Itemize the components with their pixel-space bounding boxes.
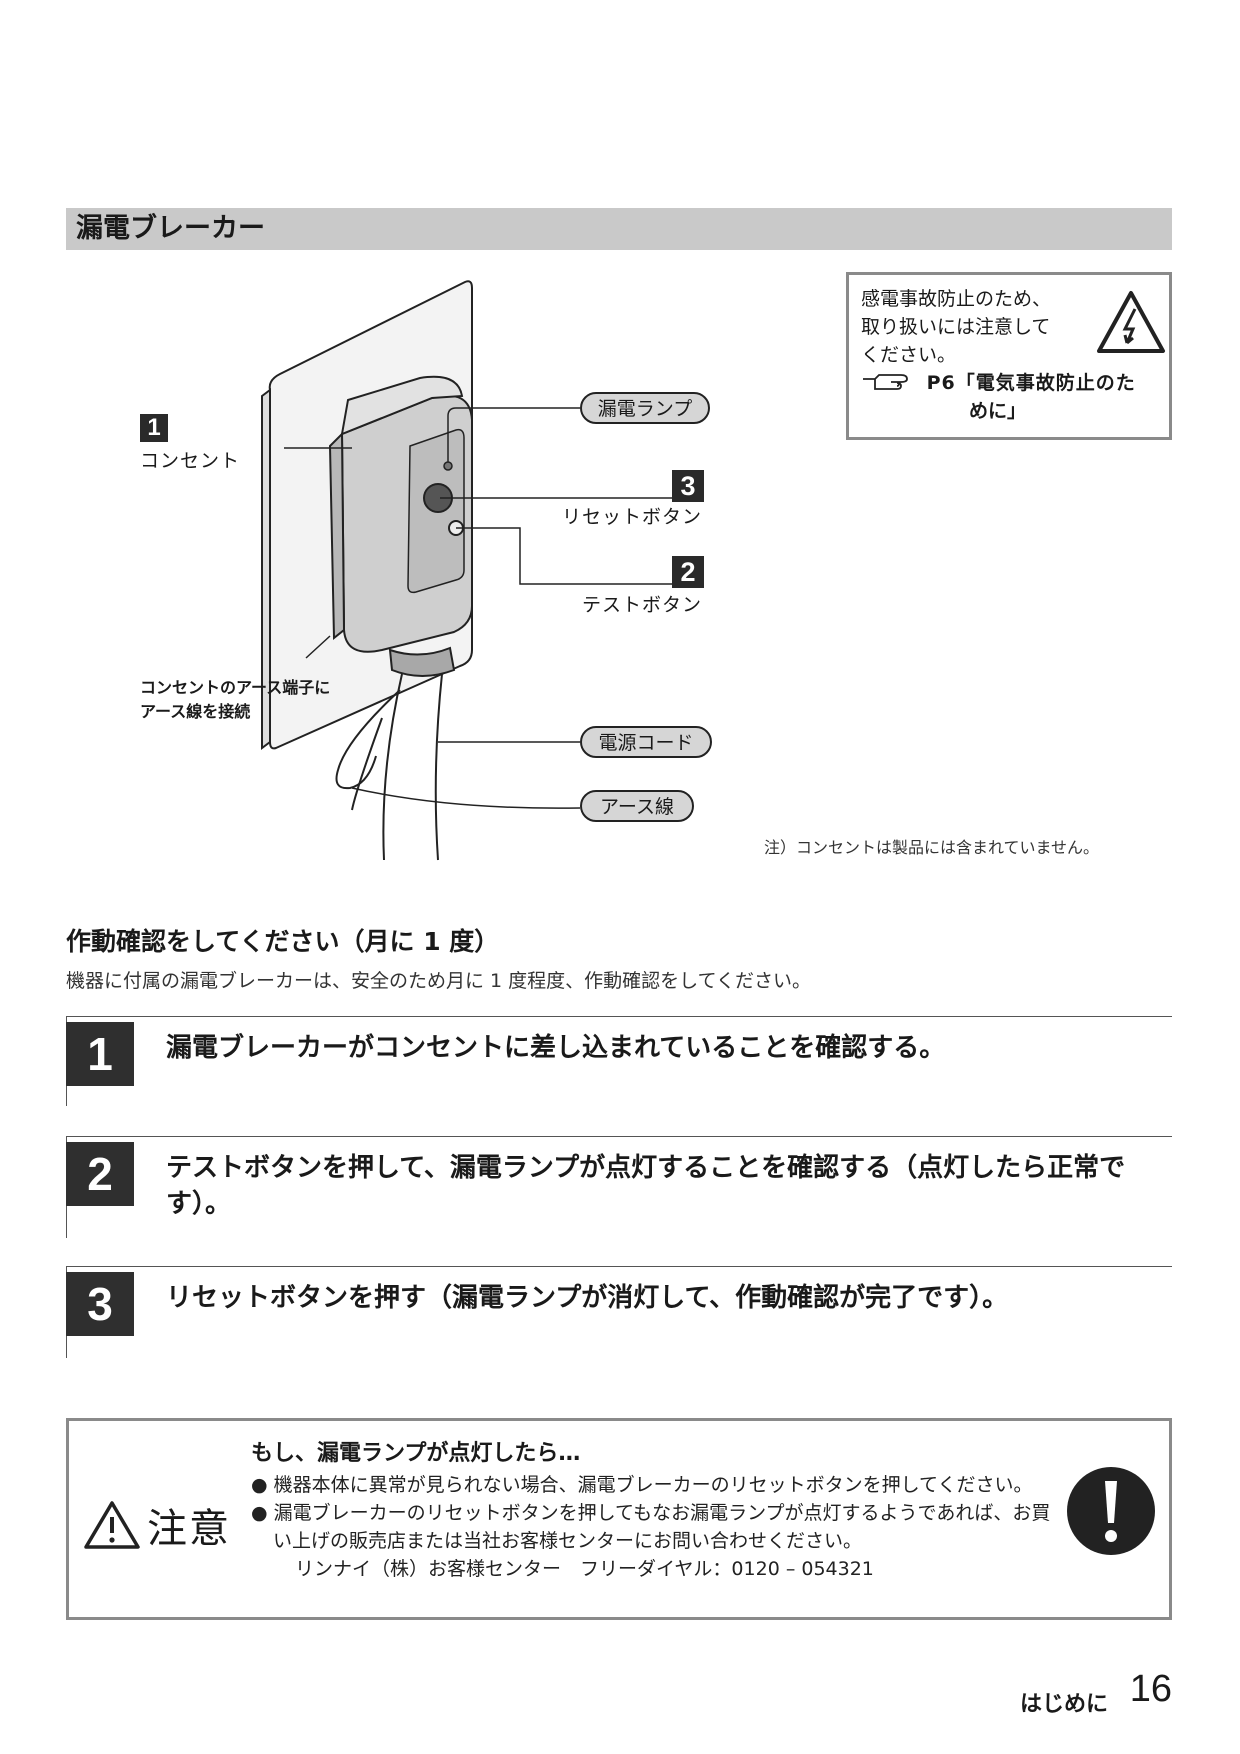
test-button-label: テストボタン	[582, 594, 703, 616]
step-1-rule	[66, 1016, 1172, 1017]
reset-button-label: リセットボタン	[562, 506, 703, 528]
caution-item-1: ● 機器本体に異常が見られない場合、漏電ブレーカーのリセットボタンを押してくださ…	[251, 1474, 1033, 1496]
operation-check-heading: 作動確認をしてください（月に 1 度）	[66, 927, 500, 956]
earth-note-line-2: アース線を接続	[140, 702, 251, 721]
power-cord-callout: 電源コード	[580, 726, 712, 758]
caution-item-2: ● 漏電ブレーカーのリセットボタンを押してもなお漏電ランプが点灯するようであれば…	[251, 1502, 1051, 1552]
reference-text: P6「電気事故防止のた	[926, 372, 1136, 394]
outlet-label: コンセント	[140, 450, 241, 472]
step-1-text: 漏電ブレーカーがコンセントに差し込まれていることを確認する。	[166, 1033, 946, 1063]
shock-warning-box: 感電事故防止のため、 取り扱いには注意して ください。 P6「電気事故防止のた …	[846, 272, 1172, 440]
step-2-rule	[66, 1136, 1172, 1137]
step-3-rule	[66, 1266, 1172, 1267]
step-1-number: 1	[66, 1022, 134, 1086]
leak-lamp-callout: 漏電ランプ	[580, 392, 710, 424]
page-number: 16	[1129, 1668, 1172, 1710]
breaker-illustration	[261, 280, 672, 861]
warning-line-3: ください。	[861, 344, 957, 366]
caution-heading: もし、漏電ランプが点灯したら…	[251, 1441, 581, 1466]
footer-section-name: はじめに	[1019, 1692, 1108, 1717]
electric-shock-warning-icon	[1097, 291, 1165, 353]
page-reference: P6「電気事故防止のた	[861, 369, 1157, 397]
earth-connection-note: コンセントのアース端子に アース線を接続	[140, 674, 330, 722]
caution-triangle-icon	[84, 1501, 140, 1549]
mandatory-action-icon	[1067, 1467, 1155, 1555]
operation-check-intro: 機器に付属の漏電ブレーカーは、安全のため月に 1 度程度、作動確認をしてください…	[66, 970, 812, 992]
earth-wire-callout: アース線	[580, 790, 694, 822]
step-3-number: 3	[66, 1272, 134, 1336]
reference-text-cont: めに」	[969, 400, 1027, 422]
warning-line-1: 感電事故防止のため、	[861, 288, 1052, 310]
step-2-text: テストボタンを押して、漏電ランプが点灯することを確認する（点灯したら正常です）。	[166, 1153, 1126, 1219]
caution-box: 注意 もし、漏電ランプが点灯したら… ● 機器本体に異常が見られない場合、漏電ブ…	[66, 1418, 1172, 1620]
test-number-badge: 2	[672, 556, 704, 588]
outlet-not-included-note: 注）コンセントは製品には含まれていません。	[764, 838, 1100, 857]
caution-body: ● 機器本体に異常が見られない場合、漏電ブレーカーのリセットボタンを押してくださ…	[251, 1471, 1051, 1583]
reset-number-badge: 3	[672, 470, 704, 502]
section-title: 漏電ブレーカー	[66, 208, 1172, 250]
caution-title: 注意	[147, 1506, 231, 1552]
pointing-hand-icon	[863, 374, 908, 390]
step-3: 3 リセットボタンを押す（漏電ランプが消灯して、作動確認が完了です）。	[66, 1266, 1172, 1358]
step-3-text: リセットボタンを押す（漏電ランプが消灯して、作動確認が完了です）。	[166, 1283, 1009, 1313]
earth-note-line-1: コンセントのアース端子に	[140, 678, 331, 697]
outlet-number-badge: 1	[140, 414, 168, 442]
warning-line-2: 取り扱いには注意して	[861, 316, 1051, 338]
step-2: 2 テストボタンを押して、漏電ランプが点灯することを確認する（点灯したら正常です…	[66, 1136, 1172, 1238]
customer-center-contact: リンナイ（株）お客様センター フリーダイヤル：0120 – 054321	[295, 1558, 874, 1580]
step-2-number: 2	[66, 1142, 134, 1206]
step-1: 1 漏電ブレーカーがコンセントに差し込まれていることを確認する。	[66, 1016, 1172, 1106]
